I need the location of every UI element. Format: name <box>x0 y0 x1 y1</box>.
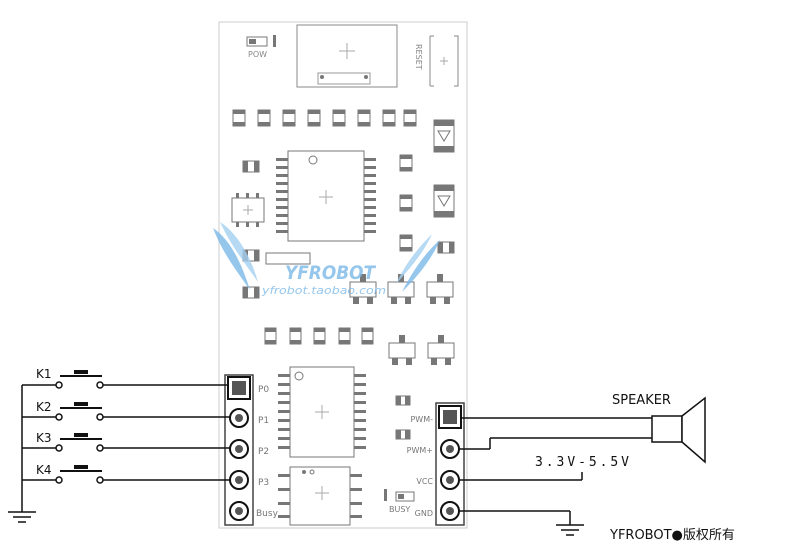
pow-label: POW <box>248 50 267 59</box>
switch-label-k3: K3 <box>36 431 52 445</box>
busy-led-label: BUSY <box>389 505 410 514</box>
pin-label-busy: Busy <box>256 509 279 519</box>
watermark: YFROBOT yfrobot.taobao.com <box>213 222 440 297</box>
pin-label-pwm-plus: PWM+ <box>407 446 433 455</box>
pin-label-pwm-minus: PWM- <box>410 415 433 424</box>
left-header <box>224 374 254 526</box>
crystal-mark <box>243 205 253 215</box>
reset-label: RESET <box>414 44 423 70</box>
top-module <box>296 24 398 88</box>
voltage-label: 3.3V-5.5V <box>535 455 629 470</box>
speaker-icon <box>651 396 706 464</box>
left-ground-symbol <box>8 511 36 523</box>
diode-2 <box>433 184 455 218</box>
reset-button: RESET <box>414 35 459 87</box>
right-ground-symbol <box>556 524 584 536</box>
pin-label-p3: P3 <box>258 478 269 488</box>
pin-label-vcc: VCC <box>416 477 433 486</box>
pin-label-p1: P1 <box>258 416 269 426</box>
main-ic-pins <box>276 158 376 233</box>
pin-label-gnd: GND <box>415 509 433 518</box>
speaker-wiring <box>459 417 652 525</box>
pin-label-p0: P0 <box>258 385 269 395</box>
bottom-ic <box>289 466 351 526</box>
main-ic <box>287 150 365 242</box>
diode-1 <box>433 119 455 153</box>
right-header <box>435 402 465 526</box>
speaker-label: SPEAKER <box>612 393 671 408</box>
switch-wiring <box>21 370 230 512</box>
watermark-brand: YFROBOT <box>285 262 377 284</box>
switch-label-k4: K4 <box>36 463 52 477</box>
watermark-url: yfrobot.taobao.com <box>261 284 386 297</box>
pow-led: POW <box>246 35 276 59</box>
copyright-text: YFROBOT●版权所有 <box>609 527 735 543</box>
mid-ic <box>289 366 355 458</box>
switch-label-k1: K1 <box>36 367 52 381</box>
switch-label-k2: K2 <box>36 400 52 414</box>
pin-label-p2: P2 <box>258 447 269 457</box>
